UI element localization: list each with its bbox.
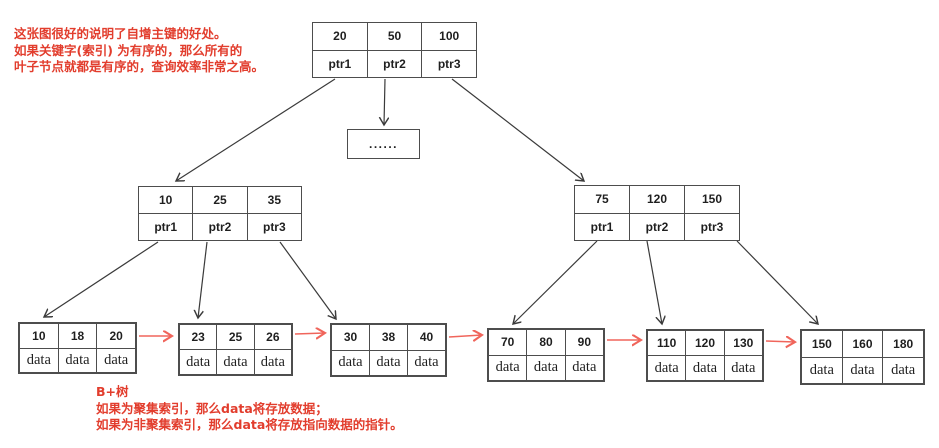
data-cell: data (723, 356, 762, 380)
key-cell: 23 (191, 330, 205, 344)
leaf-node-5: 110 120 130 data data data (646, 329, 764, 382)
data-cell: data (407, 350, 445, 375)
data-cell: data (338, 354, 363, 371)
key-cell: 160 (841, 331, 883, 357)
bottom-annotation-line: 如果为非聚集索引，那么data将存放指向数据的指针。 (96, 417, 403, 432)
edge-internal-right-to-leaf6 (736, 240, 818, 324)
key-cell: 10 (32, 328, 46, 343)
edge-root-to-ellipsis (384, 78, 385, 125)
data-cell: data (186, 353, 211, 370)
data-cell: data (564, 355, 603, 380)
data-cell: data (809, 361, 834, 378)
data-cell: data (216, 350, 253, 374)
edge-internal-left-to-leaf3 (279, 241, 336, 319)
key-cell: 38 (369, 325, 407, 350)
key-cell: 10 (158, 193, 173, 207)
leaf-link-5-6 (765, 341, 795, 342)
data-cell: data (96, 348, 135, 372)
leaf-node-1: 10 18 20 data data data (18, 322, 137, 374)
edge-internal-right-to-leaf5 (646, 240, 662, 324)
key-cell: 75 (595, 192, 609, 207)
key-cell: 110 (656, 336, 677, 350)
leaf-node-6: 150 160 180 data data data (800, 329, 925, 385)
key-cell: 25 (192, 187, 246, 213)
key-cell: 180 (882, 331, 923, 357)
key-cell: 70 (500, 335, 515, 350)
key-cell: 150 (684, 186, 739, 213)
data-cell: data (495, 359, 520, 376)
top-annotation-line: 叶子节点就都是有序的，查询效率非常之高。 (14, 59, 265, 74)
pointer-cell: ptr1 (590, 219, 614, 234)
data-cell: data (26, 351, 51, 368)
pointer-cell: ptr3 (421, 50, 476, 77)
bottom-annotation-line: 如果为聚集索引，那么data将存放数据； (96, 400, 328, 416)
key-cell: 35 (246, 187, 301, 213)
top-annotation: 这张图很好的说明了自增主键的好处。 如果关键字(索引) 为有序的，那么所有的 叶… (14, 26, 264, 76)
pointer-cell: ptr3 (684, 213, 739, 240)
pointer-cell: ptr2 (629, 213, 684, 240)
pointer-cell: ptr3 (246, 214, 301, 240)
edge-root-to-internal-left (176, 78, 336, 181)
leaf-link-3-4 (448, 335, 482, 337)
leaf-node-4: 70 80 90 data data data (487, 328, 605, 382)
key-cell: 100 (421, 23, 476, 50)
data-cell: data (841, 357, 883, 383)
key-cell: 120 (629, 186, 684, 213)
data-cell: data (654, 359, 679, 376)
root-node: 20 50 100 ptr1 ptr2 ptr3 (312, 22, 477, 78)
bottom-annotation-line: B+树 (96, 384, 129, 399)
leaf-node-3: 30 38 40 data data data (330, 323, 447, 377)
data-cell: data (685, 356, 723, 380)
data-cell: data (526, 355, 564, 380)
leaf-node-2: 23 25 26 data data data (178, 323, 293, 376)
edge-internal-left-to-leaf2 (198, 241, 208, 318)
internal-node-right: 75 120 150 ptr1 ptr2 ptr3 (574, 185, 740, 241)
key-cell: 30 (343, 330, 358, 345)
ellipsis-node: ...... (347, 129, 420, 159)
data-cell: data (369, 350, 407, 375)
internal-node-left: 10 25 35 ptr1 ptr2 ptr3 (138, 186, 302, 241)
data-cell: data (882, 357, 923, 383)
key-cell: 18 (57, 324, 97, 348)
top-annotation-line: 如果关键字(索引) 为有序的，那么所有的 (14, 42, 243, 58)
pointer-cell: ptr1 (154, 220, 177, 234)
data-cell: data (57, 348, 97, 372)
pointer-cell: ptr2 (192, 214, 246, 240)
key-cell: 20 (96, 324, 135, 348)
data-cell: data (253, 350, 291, 374)
top-annotation-line: 这张图很好的说明了自增主键的好处。 (14, 26, 227, 41)
key-cell: 150 (811, 336, 832, 351)
bottom-annotation: B+树 如果为聚集索引，那么data将存放数据； 如果为非聚集索引，那么data… (96, 384, 403, 434)
key-cell: 40 (407, 325, 445, 350)
key-cell: 120 (685, 331, 723, 355)
edge-internal-right-to-leaf4 (513, 240, 598, 324)
pointer-cell: ptr2 (366, 50, 422, 77)
key-cell: 90 (564, 330, 603, 355)
leaf-link-2-3 (294, 333, 325, 334)
key-cell: 26 (253, 325, 291, 349)
key-cell: 130 (723, 331, 762, 355)
edge-internal-left-to-leaf1 (44, 241, 159, 317)
key-cell: 20 (333, 29, 347, 44)
pointer-cell: ptr1 (328, 56, 352, 71)
key-cell: 80 (526, 330, 564, 355)
key-cell: 50 (366, 23, 422, 50)
key-cell: 25 (216, 325, 253, 349)
edge-root-to-internal-right (451, 78, 584, 181)
